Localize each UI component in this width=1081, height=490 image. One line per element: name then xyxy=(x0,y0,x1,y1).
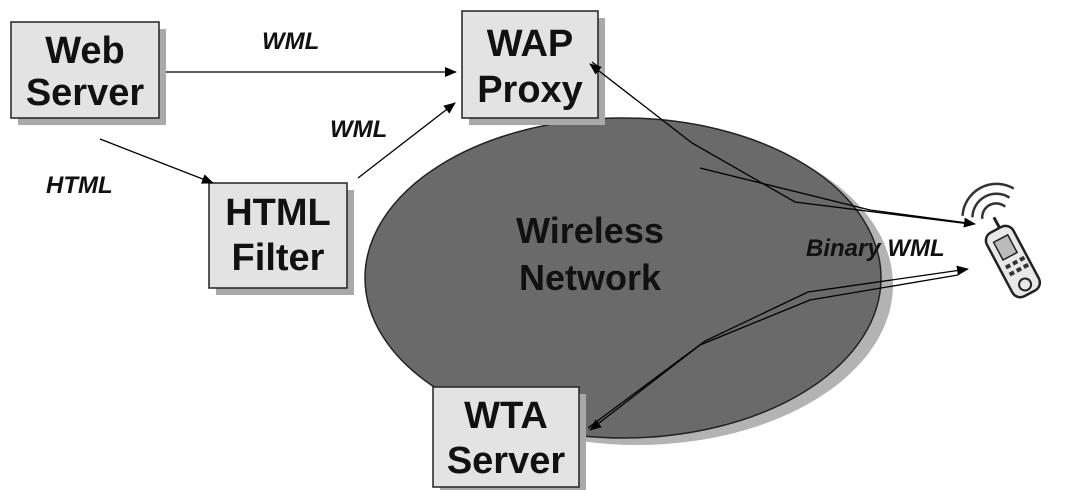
wireless-network-label-line2: Network xyxy=(519,257,662,298)
web-server-label-line2: Server xyxy=(26,72,145,114)
wta-server-box xyxy=(432,386,580,488)
phone-body xyxy=(984,224,1042,299)
html-filter-node: HTML Filter xyxy=(208,182,354,295)
web-server-label-line1: Web xyxy=(45,30,125,72)
edge-label-web-to-filter: HTML xyxy=(46,172,113,199)
edge-label-web-to-proxy: WML xyxy=(262,28,319,55)
mobile-phone-icon xyxy=(961,182,1042,299)
wireless-network-shape xyxy=(364,117,882,439)
wireless-network-node: Wireless Network xyxy=(364,117,893,445)
edge-phone-to-wta xyxy=(589,274,959,431)
edge-label-filter-to-proxy: WML xyxy=(330,116,387,143)
web-server-node: Web Server xyxy=(10,21,166,125)
edge-web-to-filter xyxy=(99,138,214,184)
wta-server-label-line2: Server xyxy=(447,440,566,482)
phone-screen xyxy=(992,233,1019,262)
wireless-network-label-line1: Wireless xyxy=(516,210,664,251)
html-filter-label-line1: HTML xyxy=(225,192,331,234)
connections xyxy=(99,61,976,431)
edge-phone-to-proxy xyxy=(589,63,971,225)
html-filter-label-line2: Filter xyxy=(232,237,325,279)
edge-proxy-return-tick xyxy=(591,61,601,69)
edge-wta-to-phone xyxy=(587,265,969,429)
web-server-box xyxy=(10,21,160,119)
wap-proxy-label-line1: WAP xyxy=(487,23,574,65)
edge-filter-to-proxy xyxy=(357,102,456,179)
wap-proxy-label-line2: Proxy xyxy=(477,69,583,111)
html-filter-box xyxy=(208,182,348,289)
wap-proxy-node: WAP Proxy xyxy=(461,10,605,125)
wta-server-label-line1: WTA xyxy=(464,395,548,437)
edge-label-binary-wml: Binary WML xyxy=(806,235,945,262)
signal-waves-icon xyxy=(961,182,1015,220)
edge-proxy-to-phone xyxy=(699,167,976,228)
wta-server-node: WTA Server xyxy=(432,386,586,490)
